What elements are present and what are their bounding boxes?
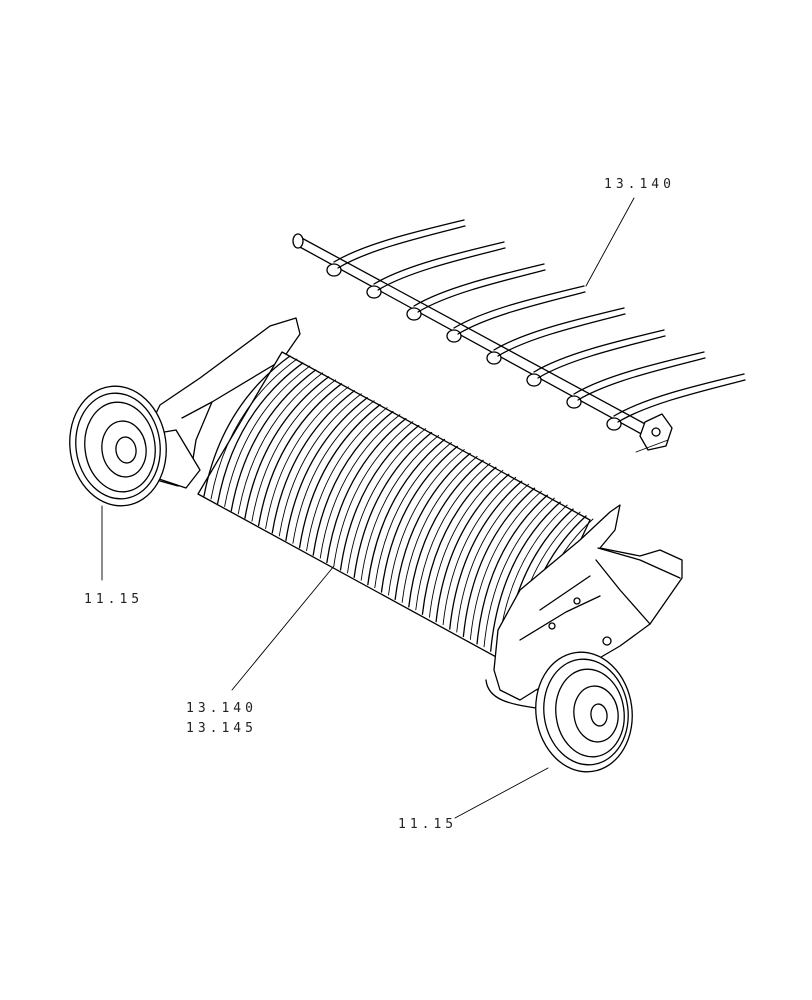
drum-band xyxy=(326,417,407,564)
drum-band xyxy=(449,480,523,630)
drum-band-edge xyxy=(374,442,452,589)
tine-coil xyxy=(486,351,502,365)
tine-coil xyxy=(366,285,382,299)
drum-band xyxy=(203,355,291,497)
tine-bar-assembly xyxy=(292,197,746,453)
housing-edge-top xyxy=(597,547,681,579)
leader-pickup-drum xyxy=(231,565,335,691)
right-tire-tread-2 xyxy=(555,668,625,758)
drum-band xyxy=(367,438,446,586)
tine-coil xyxy=(406,307,422,321)
spring-tine xyxy=(493,307,626,357)
housing-bolt-1 xyxy=(602,636,612,646)
callout-right-wheel: 11.15 xyxy=(398,817,458,832)
housing-rib xyxy=(539,575,591,611)
drum-band-edge xyxy=(237,372,324,515)
drum-band xyxy=(339,424,420,571)
drum-band-edge xyxy=(456,483,530,633)
tine-coil xyxy=(606,417,622,431)
drum-band xyxy=(285,397,368,541)
drum-band xyxy=(312,411,394,556)
callout-pickup-drum-line2: 13.145 xyxy=(186,721,257,736)
left-wheel-hub xyxy=(115,436,137,464)
drum-band xyxy=(353,431,433,578)
callout-pickup-drum-line1: 13.140 xyxy=(186,701,257,716)
drum-band xyxy=(421,466,497,615)
pickup-frame xyxy=(135,317,683,709)
shaft-end-bracket xyxy=(639,413,673,451)
drum-band-edge xyxy=(306,407,388,552)
drum-band-edge xyxy=(401,455,478,603)
spring-tines xyxy=(326,219,746,431)
drum-band xyxy=(408,459,484,608)
tine-coil xyxy=(446,329,462,343)
right-side-housing xyxy=(493,504,683,701)
tine-coil xyxy=(526,373,542,387)
tine-coil xyxy=(326,263,342,277)
drum-band xyxy=(244,376,330,519)
drum-band-edge xyxy=(224,365,311,507)
spring-tine xyxy=(373,241,506,291)
tine-bar-shaft-top xyxy=(297,235,661,433)
drum-band xyxy=(380,445,458,593)
spring-tine xyxy=(533,329,666,379)
left-wheel-rim xyxy=(101,420,147,478)
drum-band xyxy=(490,501,561,652)
drum-band-edge xyxy=(265,386,349,530)
spring-tine xyxy=(413,263,546,313)
drum-band xyxy=(394,452,471,601)
spring-tine xyxy=(453,285,586,335)
drum-band xyxy=(435,473,510,623)
drum-band xyxy=(257,383,343,527)
tine-bar-shaft-bottom xyxy=(297,245,657,443)
bracket-hole xyxy=(651,427,661,437)
housing-bolt-2 xyxy=(573,597,581,605)
housing-edge-low xyxy=(519,595,601,641)
drum-band-edge xyxy=(333,421,414,566)
drum-band-edge xyxy=(428,469,504,618)
drum-band-edge xyxy=(442,476,517,626)
leader-tine-bar xyxy=(585,197,635,287)
tine-coil xyxy=(566,395,582,409)
right-wheel-rim xyxy=(573,685,619,743)
callout-left-wheel: 11.15 xyxy=(84,592,144,607)
shaft-end-left xyxy=(292,233,304,249)
callout-tine-bar: 13.140 xyxy=(604,177,675,192)
bracket-tab xyxy=(635,439,669,453)
leader-right-wheel xyxy=(454,767,549,819)
right-wheel xyxy=(454,651,633,819)
right-wheel-hub xyxy=(590,703,608,727)
drum-band-edge xyxy=(319,414,401,559)
drum-band-edge xyxy=(278,393,362,537)
drum-band-edge xyxy=(360,435,440,581)
drum-band-edge xyxy=(251,379,337,522)
spring-tine xyxy=(573,351,706,401)
housing-bolt-3 xyxy=(548,622,556,630)
drum-band-edge xyxy=(210,358,298,500)
drum-band-edge xyxy=(469,490,542,640)
drum-band-edge xyxy=(415,462,491,611)
drum-band xyxy=(476,494,549,645)
left-wheel xyxy=(69,385,201,581)
drum-band xyxy=(217,362,304,505)
left-plate-edge xyxy=(181,401,213,419)
spring-tine xyxy=(613,373,746,423)
drum-band xyxy=(298,404,381,549)
spring-tine xyxy=(333,219,466,269)
drum-band-edge xyxy=(388,448,465,596)
left-tire-tread-2 xyxy=(84,401,156,493)
lower-skid-curve xyxy=(485,679,537,709)
left-tire-tread-1 xyxy=(75,392,161,500)
drum-band xyxy=(230,369,317,512)
drum-band xyxy=(462,487,536,638)
right-tire-tread-1 xyxy=(543,658,629,766)
drum-band-edge xyxy=(292,400,375,544)
drum-band xyxy=(271,390,355,534)
housing-edge-mid xyxy=(595,559,651,625)
drum-band-edge xyxy=(483,497,555,648)
drum-band-edge xyxy=(347,428,427,574)
